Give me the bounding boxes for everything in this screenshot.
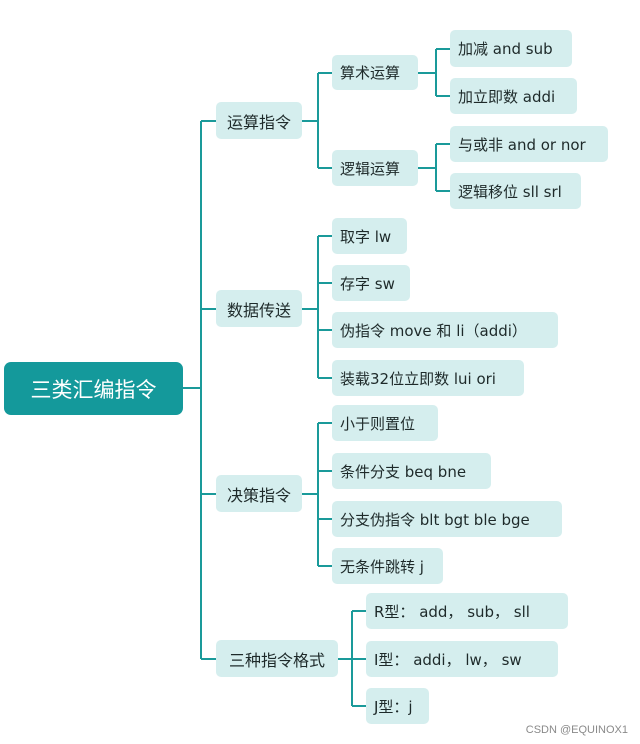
node-weizhiling[interactable]: 伪指令 move 和 li（addi） bbox=[332, 312, 558, 348]
node-r-xing[interactable]: R型： add， sub， sll bbox=[366, 593, 568, 629]
connector-geshi bbox=[338, 610, 366, 707]
connector-luoji bbox=[418, 143, 450, 192]
node-suanshu-yunsuan[interactable]: 算术运算 bbox=[332, 55, 418, 90]
node-yu-huo-fei[interactable]: 与或非 and or nor bbox=[450, 126, 608, 162]
node-wutiaojian-tiaozhuan[interactable]: 无条件跳转 j bbox=[332, 548, 443, 584]
node-fenzhi-weizhiling[interactable]: 分支伪指令 blt bgt ble bge bbox=[332, 501, 562, 537]
node-juece-zhiling[interactable]: 决策指令 bbox=[216, 475, 302, 512]
node-shuju-chuansong[interactable]: 数据传送 bbox=[216, 290, 302, 327]
node-sanzhong-geshi[interactable]: 三种指令格式 bbox=[216, 640, 338, 677]
connector-root bbox=[183, 120, 216, 660]
node-xiaoyu-zhiwei[interactable]: 小于则置位 bbox=[332, 405, 438, 441]
node-quzi[interactable]: 取字 lw bbox=[332, 218, 407, 254]
connector-yunsuan bbox=[302, 72, 332, 169]
root-node[interactable]: 三类汇编指令 bbox=[4, 362, 183, 415]
node-zhuangzai[interactable]: 装载32位立即数 lui ori bbox=[332, 360, 524, 396]
node-luoji-yiwei[interactable]: 逻辑移位 sll srl bbox=[450, 173, 581, 209]
connector-suanshu bbox=[418, 48, 450, 97]
node-yunsuan-zhiling[interactable]: 运算指令 bbox=[216, 102, 302, 139]
watermark: CSDN @EQUINOX1 bbox=[525, 724, 628, 736]
connector-juece bbox=[302, 422, 332, 567]
node-cunzi[interactable]: 存字 sw bbox=[332, 265, 410, 301]
connector-shuju bbox=[302, 235, 332, 379]
node-jia-lijishu[interactable]: 加立即数 addi bbox=[450, 78, 577, 114]
node-luoji-yunsuan[interactable]: 逻辑运算 bbox=[332, 150, 418, 186]
node-tiaojian-fenzhi[interactable]: 条件分支 beq bne bbox=[332, 453, 491, 489]
node-jiajian[interactable]: 加减 and sub bbox=[450, 30, 572, 67]
node-i-xing[interactable]: I型： addi， lw， sw bbox=[366, 641, 558, 677]
node-j-xing[interactable]: J型：j bbox=[366, 688, 429, 724]
